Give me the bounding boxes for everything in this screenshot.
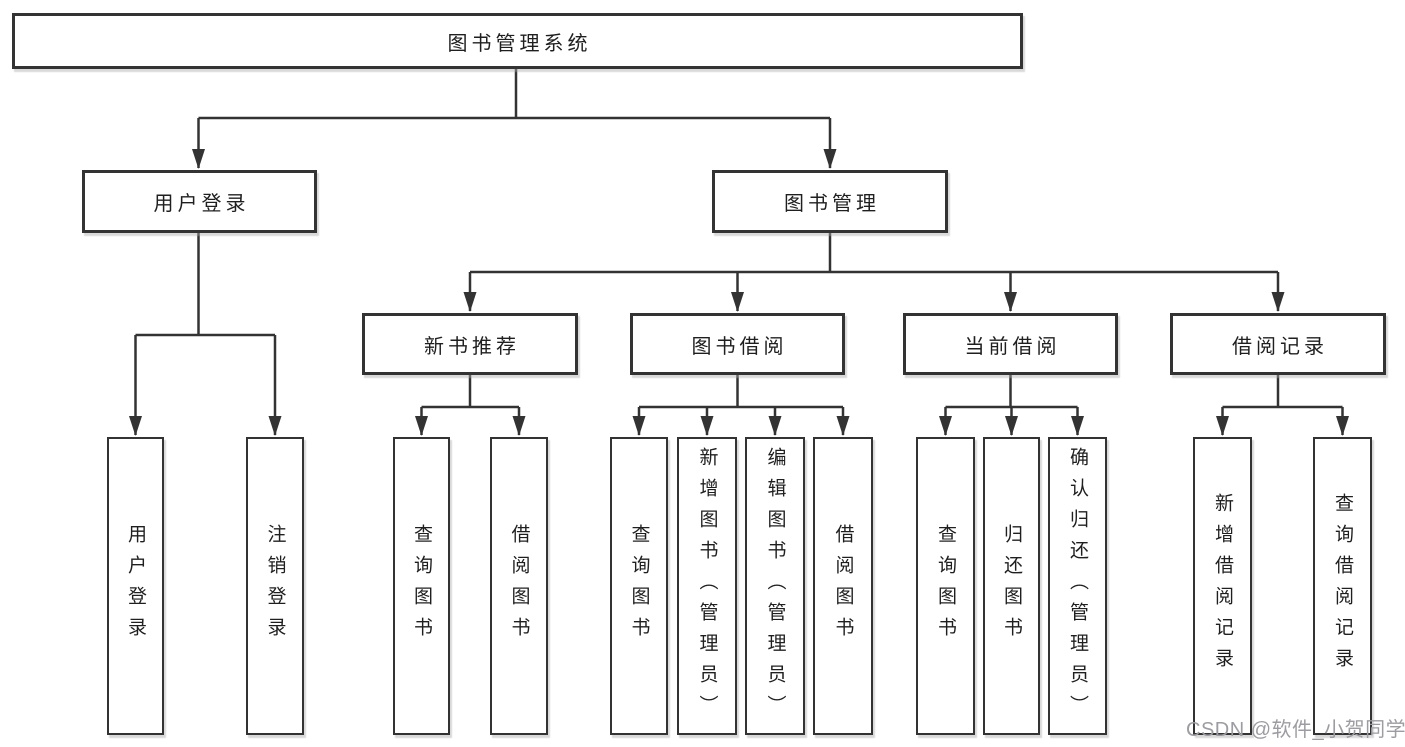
node-new-book-recommend: 新书推荐 — [362, 313, 578, 375]
leaf-record-query-label: 查询借阅记录 — [1332, 493, 1353, 679]
leaf-bookborrow-edit-admin: 编辑图书（管理员） — [745, 437, 805, 735]
leaf-logout: 注销登录 — [246, 437, 304, 735]
leaf-record-add: 新增借阅记录 — [1193, 437, 1252, 735]
connector-current-borrow-stem — [945, 375, 1078, 409]
leaf-currentborrow-return-label: 归还图书 — [1001, 524, 1022, 648]
leaf-record-query: 查询借阅记录 — [1313, 437, 1372, 735]
csdn-watermark: CSDN @软件_小贺同学 — [1186, 719, 1405, 741]
connector-new-book-stem — [421, 375, 519, 409]
leaf-currentborrow-query-label: 查询图书 — [935, 524, 956, 648]
leaf-user-login: 用户登录 — [107, 437, 164, 735]
leaf-record-add-label: 新增借阅记录 — [1212, 493, 1233, 679]
leaf-bookborrow-edit-admin-label: 编辑图书（管理员） — [764, 446, 786, 726]
node-book-management: 图书管理 — [712, 170, 948, 233]
node-current-borrow-label: 当前借阅 — [964, 335, 1061, 358]
connector-root-stem — [198, 69, 830, 120]
node-book-borrow: 图书借阅 — [630, 313, 845, 375]
node-user-login-label: 用户登录 — [153, 193, 250, 215]
node-user-login: 用户登录 — [82, 170, 317, 233]
leaf-currentborrow-confirm-admin-label: 确认归还（管理员） — [1067, 446, 1088, 726]
leaf-currentborrow-return: 归还图书 — [983, 437, 1040, 735]
node-borrow-records: 借阅记录 — [1170, 313, 1386, 375]
leaf-newbook-borrow-label: 借阅图书 — [508, 524, 530, 648]
node-current-borrow: 当前借阅 — [903, 313, 1118, 375]
connector-user-login-stem — [135, 233, 275, 337]
connector-book-borrow-stem — [639, 375, 843, 409]
leaf-bookborrow-add-admin: 新增图书（管理员） — [677, 437, 737, 735]
leaf-bookborrow-query-label: 查询图书 — [628, 524, 650, 648]
leaf-bookborrow-borrow: 借阅图书 — [813, 437, 873, 735]
connector-borrow-records-stem — [1222, 375, 1343, 409]
leaf-currentborrow-query: 查询图书 — [916, 437, 975, 735]
leaf-logout-label: 注销登录 — [264, 524, 286, 648]
leaf-currentborrow-confirm-admin: 确认归还（管理员） — [1048, 437, 1107, 735]
node-borrow-records-label: 借阅记录 — [1232, 335, 1328, 358]
node-library-system-label: 图书管理系统 — [447, 32, 592, 55]
leaf-newbook-borrow: 借阅图书 — [490, 437, 548, 735]
node-book-management-label: 图书管理 — [784, 193, 880, 215]
node-new-book-recommend-label: 新书推荐 — [424, 335, 520, 358]
leaf-bookborrow-add-admin-label: 新增图书（管理员） — [696, 446, 718, 726]
leaf-bookborrow-borrow-label: 借阅图书 — [832, 524, 854, 648]
node-book-borrow-label: 图书借阅 — [691, 335, 788, 358]
leaf-user-login-label: 用户登录 — [125, 524, 146, 648]
connector-book-mgmt-stem — [470, 233, 1278, 274]
node-library-system: 图书管理系统 — [12, 13, 1023, 69]
leaf-bookborrow-query: 查询图书 — [610, 437, 668, 735]
leaf-newbook-query: 查询图书 — [393, 437, 450, 735]
leaf-newbook-query-label: 查询图书 — [411, 524, 432, 648]
